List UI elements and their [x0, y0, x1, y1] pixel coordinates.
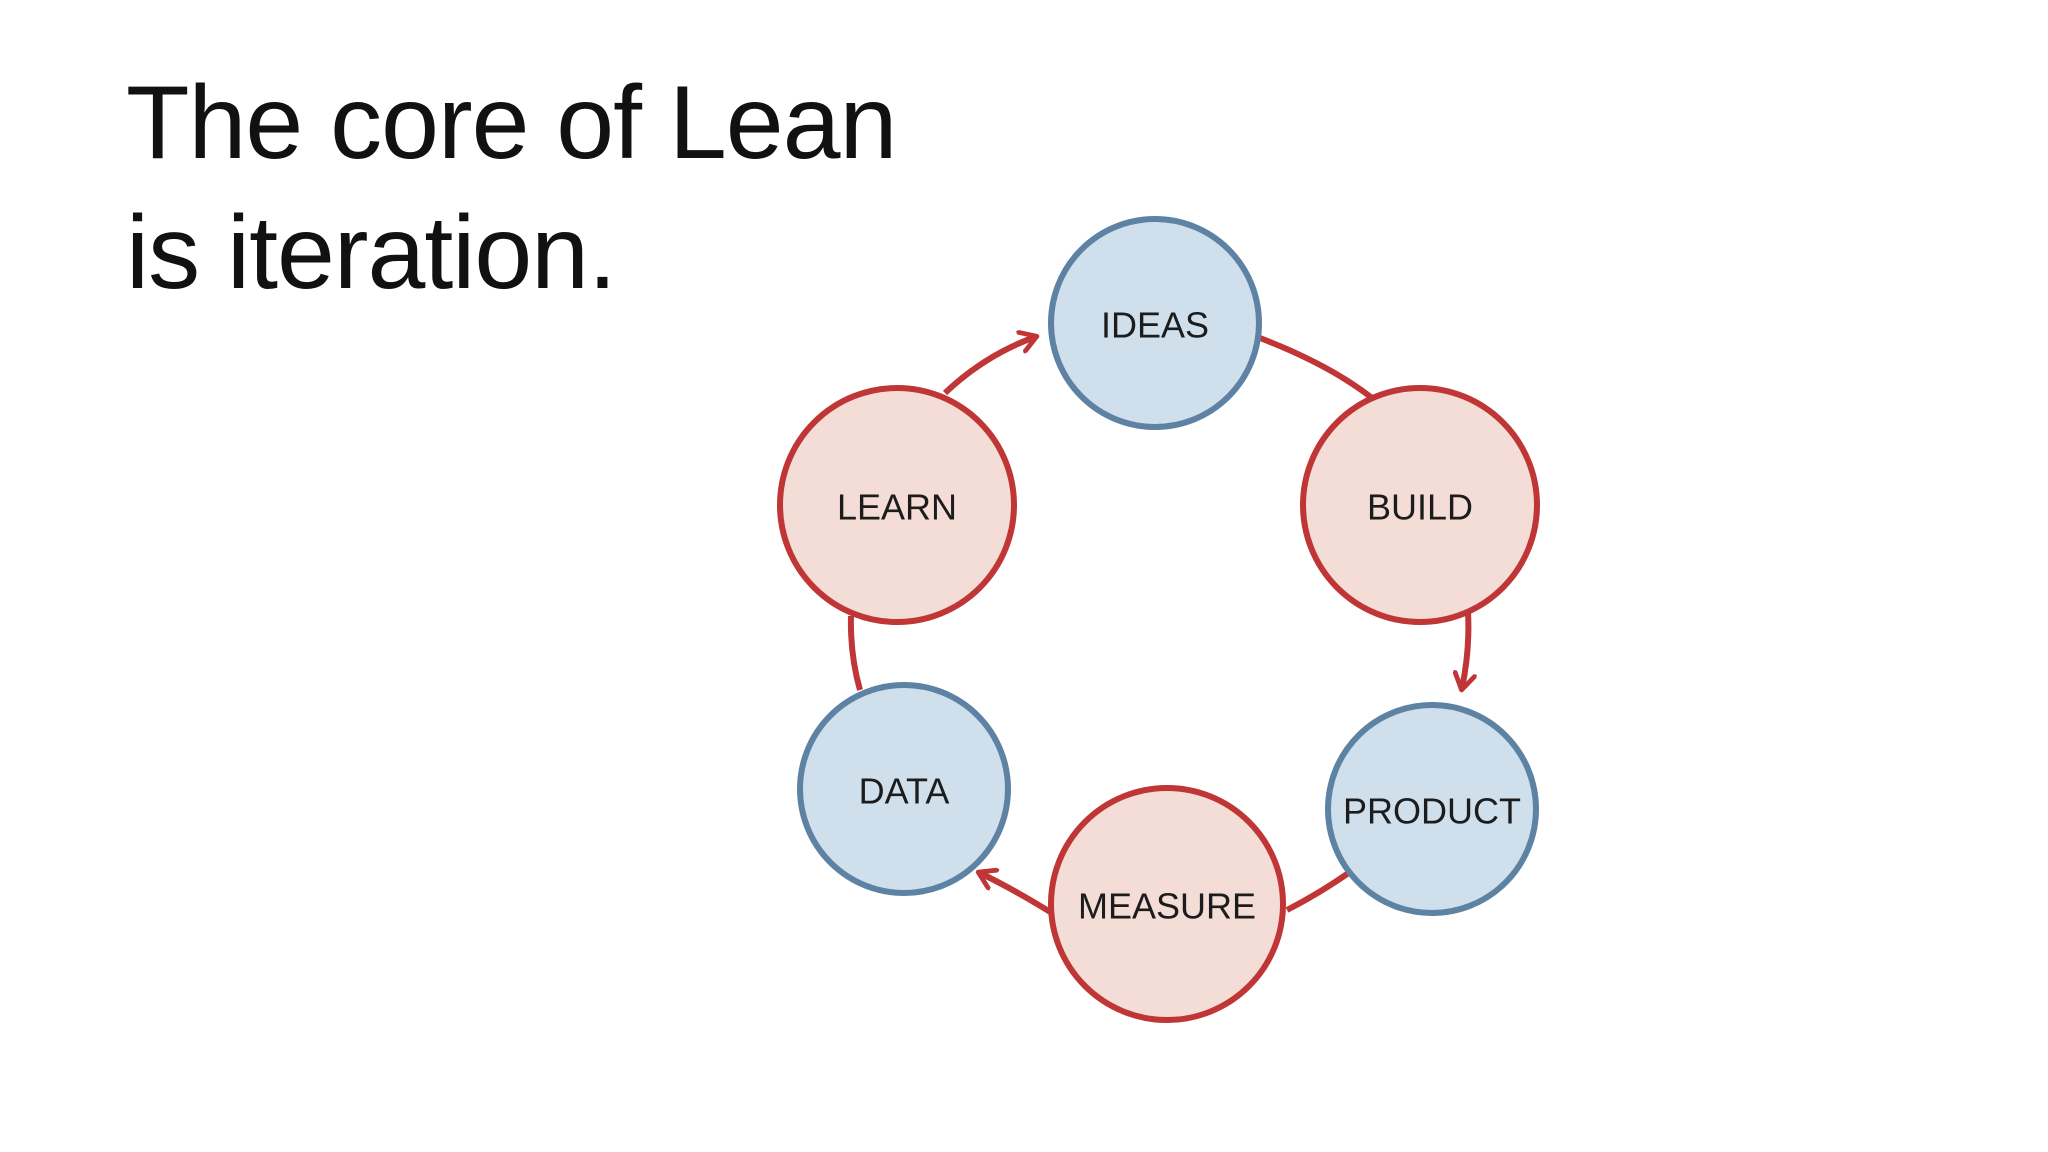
- slide-title-line-2: is iteration.: [126, 195, 617, 311]
- node-measure-label: MEASURE: [1078, 886, 1256, 927]
- node-learn: LEARN: [777, 385, 1017, 625]
- node-product-label: PRODUCT: [1343, 791, 1521, 832]
- connector-learn-to-ideas: [942, 337, 1035, 396]
- connector-build-to-product: [1462, 611, 1468, 688]
- connector-measure-to-data: [980, 873, 1057, 918]
- node-measure: MEASURE: [1048, 785, 1286, 1023]
- slide-title-line-1: The core of Lean: [126, 65, 897, 181]
- node-build: BUILD: [1300, 385, 1540, 625]
- node-data: DATA: [797, 682, 1011, 896]
- node-ideas: IDEAS: [1048, 216, 1262, 430]
- slide-title: The core of Lean is iteration.: [126, 58, 897, 318]
- connector-product-to-measure: [1285, 869, 1352, 913]
- node-product: PRODUCT: [1325, 702, 1539, 916]
- node-data-label: DATA: [859, 771, 950, 812]
- connector-data-to-learn: [847, 615, 863, 691]
- node-learn-label: LEARN: [837, 487, 957, 528]
- connector-ideas-to-build: [1258, 335, 1374, 401]
- node-ideas-label: IDEAS: [1101, 305, 1209, 346]
- node-build-label: BUILD: [1367, 487, 1473, 528]
